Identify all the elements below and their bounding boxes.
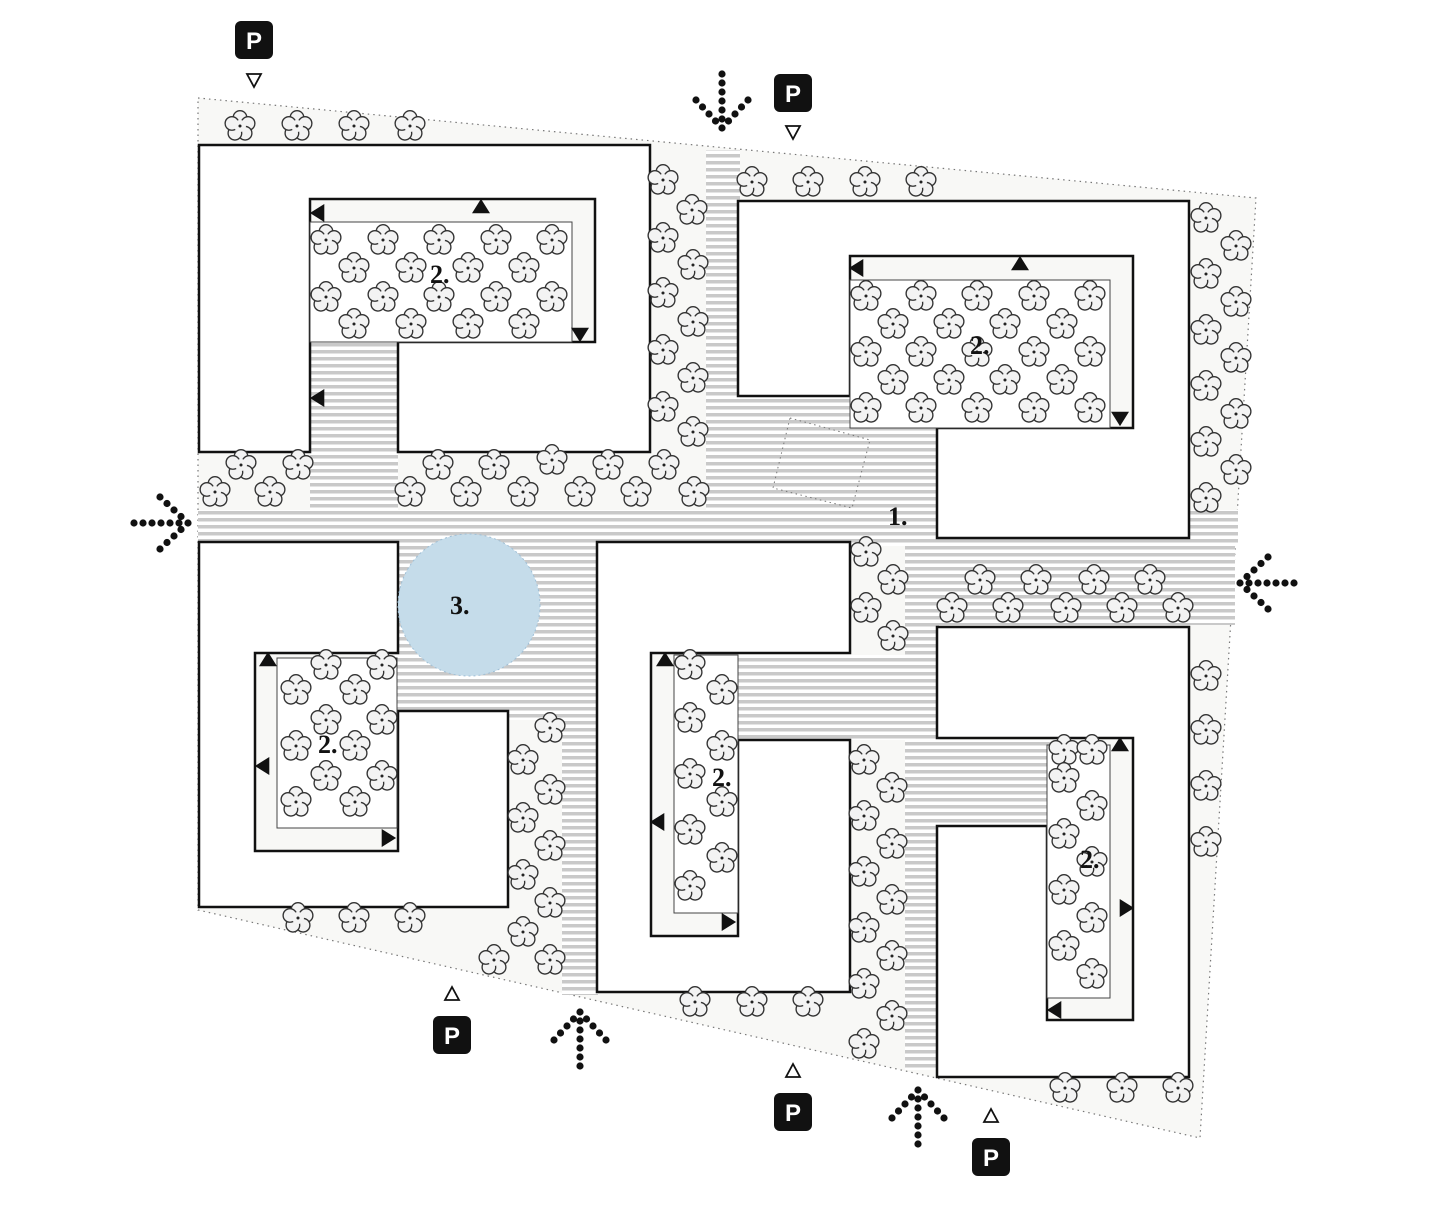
parking-symbol: P — [785, 81, 801, 108]
se-link-upper — [735, 655, 855, 740]
triangle-arrow-icon — [1046, 1001, 1062, 1019]
triangle-arrow-icon — [571, 327, 589, 343]
triangle-marker-icon — [245, 73, 263, 89]
triangle-arrow-icon — [472, 198, 490, 214]
triangle-arrow-icon — [1119, 899, 1135, 917]
triangle-arrow-icon — [721, 913, 737, 931]
parking-symbol: P — [246, 28, 262, 55]
triangle-arrow-icon — [1011, 255, 1029, 271]
parking-symbol: P — [983, 1145, 999, 1172]
label-courtyard-se: 2. — [1080, 845, 1100, 874]
dotted-arrow-icon — [888, 1086, 948, 1148]
triangle-marker-icon — [784, 1062, 802, 1078]
dotted-arrow-icon — [1236, 553, 1298, 613]
building-ne — [736, 199, 1191, 540]
parking-badge-icon — [235, 21, 273, 59]
label-square: 1. — [888, 502, 908, 531]
se-link-lower — [935, 740, 1050, 825]
triangle-arrow-icon — [259, 651, 277, 667]
pond — [397, 533, 541, 677]
label-courtyard-ne: 2. — [970, 331, 990, 360]
flower-tree-icon — [394, 110, 426, 141]
entrance-arrows — [130, 70, 1298, 1148]
triangle-arrow-icon — [656, 651, 674, 667]
triangle-arrow-icon — [254, 757, 270, 775]
triangle-arrow-icon — [381, 829, 397, 847]
dotted-arrow-icon — [692, 70, 752, 132]
label-pond: 3. — [450, 591, 470, 620]
south-path-west — [562, 540, 598, 995]
parking-symbol: P — [444, 1023, 460, 1050]
se-link-mid — [850, 655, 910, 740]
triangle-arrow-icon — [1111, 736, 1129, 752]
triangle-arrow-icon — [1111, 411, 1129, 427]
north-path — [706, 150, 740, 515]
dotted-arrow-icon — [130, 493, 192, 553]
dotted-arrow-icon — [550, 1008, 610, 1070]
triangle-arrow-icon — [848, 259, 864, 277]
south-path-east — [905, 540, 939, 1070]
parking-se: P — [972, 1107, 1010, 1176]
parking-n: P — [774, 74, 812, 141]
triangle-arrow-icon — [309, 389, 325, 407]
parking-s: P — [774, 1062, 812, 1131]
triangle-arrow-icon — [309, 204, 325, 222]
building-sc — [595, 540, 852, 994]
parking-badge-icon — [774, 74, 812, 112]
triangle-marker-icon — [443, 985, 461, 1001]
nw-court-link — [310, 340, 398, 515]
label-courtyard-sw: 2. — [318, 730, 338, 759]
parking-badge-icon — [774, 1093, 812, 1131]
label-courtyard-sc: 2. — [712, 763, 732, 792]
triangle-marker-icon — [784, 125, 802, 141]
parking-nw: P — [235, 21, 273, 89]
triangle-marker-icon — [982, 1107, 1000, 1123]
parking-badge-icon — [433, 1016, 471, 1054]
dotted-outline-square — [772, 417, 871, 509]
parking-badge-icon — [972, 1138, 1010, 1176]
label-courtyard-nw: 2. — [430, 260, 450, 289]
parking-symbol: P — [785, 1100, 801, 1127]
central-square — [735, 395, 940, 545]
parking-sw: P — [433, 985, 471, 1054]
flow-arrows — [254, 198, 1135, 1019]
triangle-arrow-icon — [649, 813, 665, 831]
